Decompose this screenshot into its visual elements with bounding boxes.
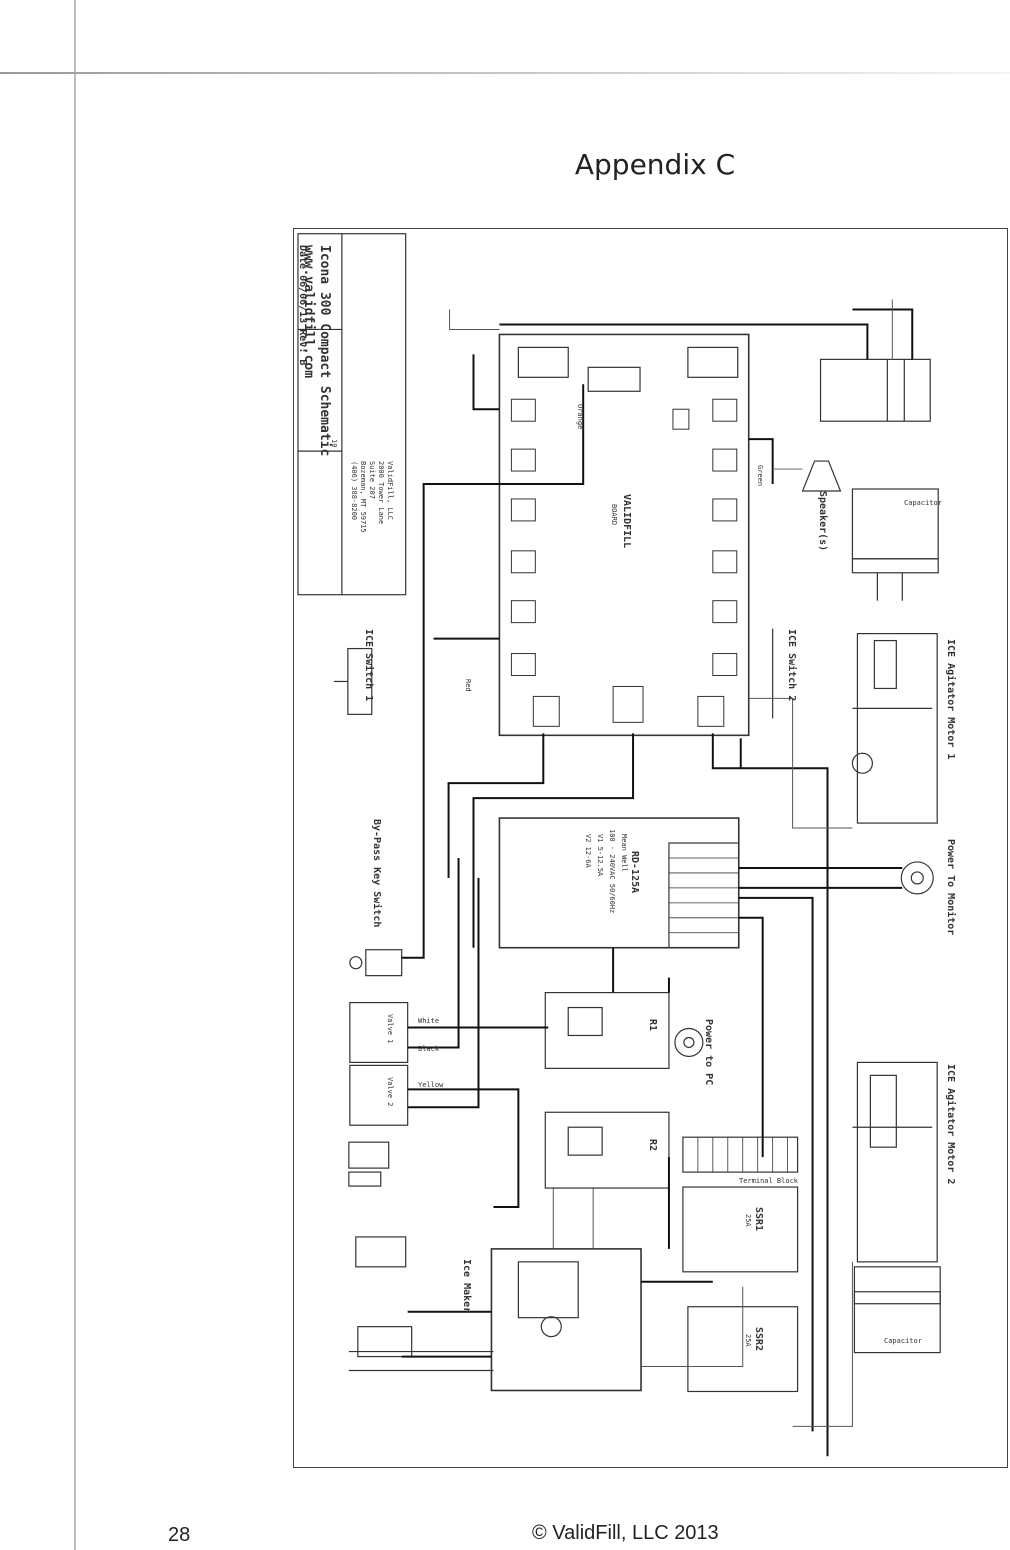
monitor-plug-icon: [900, 861, 934, 895]
capacitor-top-label: Capacitor: [904, 499, 942, 507]
ssr-2-title: SSR2: [753, 1327, 764, 1352]
page-margin-line-vertical: [74, 0, 76, 1550]
page-heading: Appendix C: [574, 148, 736, 181]
agitator-2-label: ICE Agitator Motor 2: [945, 1064, 956, 1185]
wire-label-white: White: [418, 1017, 440, 1025]
ice-switch-1-label: ICE Switch 1: [363, 629, 374, 702]
ssr-1-sub: 25A: [744, 1214, 752, 1227]
main-board-label: VALIDFILL: [621, 494, 632, 549]
relay-1-label: R1: [647, 1019, 658, 1032]
title-block: [297, 233, 407, 596]
title-block-date: Date 06/06/13 Rev: B: [297, 245, 308, 366]
terminal-block: [682, 1136, 799, 1173]
power-supply-title: RD-125A: [629, 851, 640, 894]
power-supply-sub: Mean Well: [620, 834, 628, 872]
bypass-key-label: By-Pass Key Switch: [371, 819, 382, 928]
wiring-schematic: [297, 233, 941, 1457]
valve-2: [349, 1064, 409, 1126]
wire-label-green: Green: [756, 465, 764, 487]
title-block-company: ValidFill, LLC: [386, 461, 394, 521]
page-number: 28: [168, 1524, 191, 1546]
title-block-address-1: 2000 Tower Lane: [377, 461, 385, 525]
relay-2: [544, 1111, 670, 1189]
wire-label-black: Black: [418, 1045, 440, 1053]
ssr-2-sub: 25A: [744, 1334, 752, 1347]
power-supply-out2: V2 12-6A: [584, 834, 592, 868]
power-to-monitor-label: Power To Monitor: [945, 839, 956, 936]
valve-1-label: Valve 1: [386, 1014, 394, 1044]
terminal-block-label: Terminal Block: [739, 1177, 799, 1185]
title-block-city: Bozeman, MT 59715: [359, 461, 367, 533]
ssr-1: [682, 1186, 799, 1273]
agitator-1-label: ICE Agitator Motor 1: [945, 639, 956, 760]
title-block-sheet: 10: [330, 439, 338, 448]
main-board: [498, 333, 750, 737]
ssr-1-title: SSR1: [753, 1207, 764, 1232]
ice-switch-2-label: ICE Switch 2: [786, 629, 797, 702]
speaker-label: Speaker(s): [817, 491, 828, 552]
title-block-title: Icona 300 Compact Schematic: [317, 245, 332, 457]
relay-2-label: R2: [647, 1139, 658, 1152]
ice-maker: [490, 1248, 642, 1392]
ice-maker-label: Ice Maker: [461, 1259, 472, 1314]
valve-1: [349, 1001, 409, 1063]
wire-label-yellow: Yellow: [418, 1081, 444, 1089]
speaker-icon: [801, 460, 842, 492]
power-supply-spec: 100 - 240VAC 50/60Hz: [608, 829, 616, 914]
page-margin-line-horizontal: [0, 72, 1010, 74]
valve-2-label: Valve 2: [386, 1077, 394, 1107]
relay-1: [544, 991, 670, 1069]
wire-label-orange: Orange: [576, 404, 584, 430]
capacitor-bottom-label: Capacitor: [884, 1337, 922, 1345]
schematic-frame: Icona 300 Compact Schematic www.validfil…: [293, 228, 1008, 1468]
title-block-phone: (406) 388-8200: [350, 461, 358, 521]
power-supply-out1: V1 5-12.5A: [596, 834, 604, 877]
title-block-address-2: Suite 207: [368, 461, 376, 499]
power-to-pc-label: Power to PC: [703, 1019, 714, 1086]
wire-label-red: Red: [464, 679, 472, 692]
footer-copyright: © ValidFill, LLC 2013: [532, 1522, 719, 1544]
pc-plug-icon: [674, 1027, 704, 1058]
main-board-sub-label: BOARD: [610, 504, 618, 526]
